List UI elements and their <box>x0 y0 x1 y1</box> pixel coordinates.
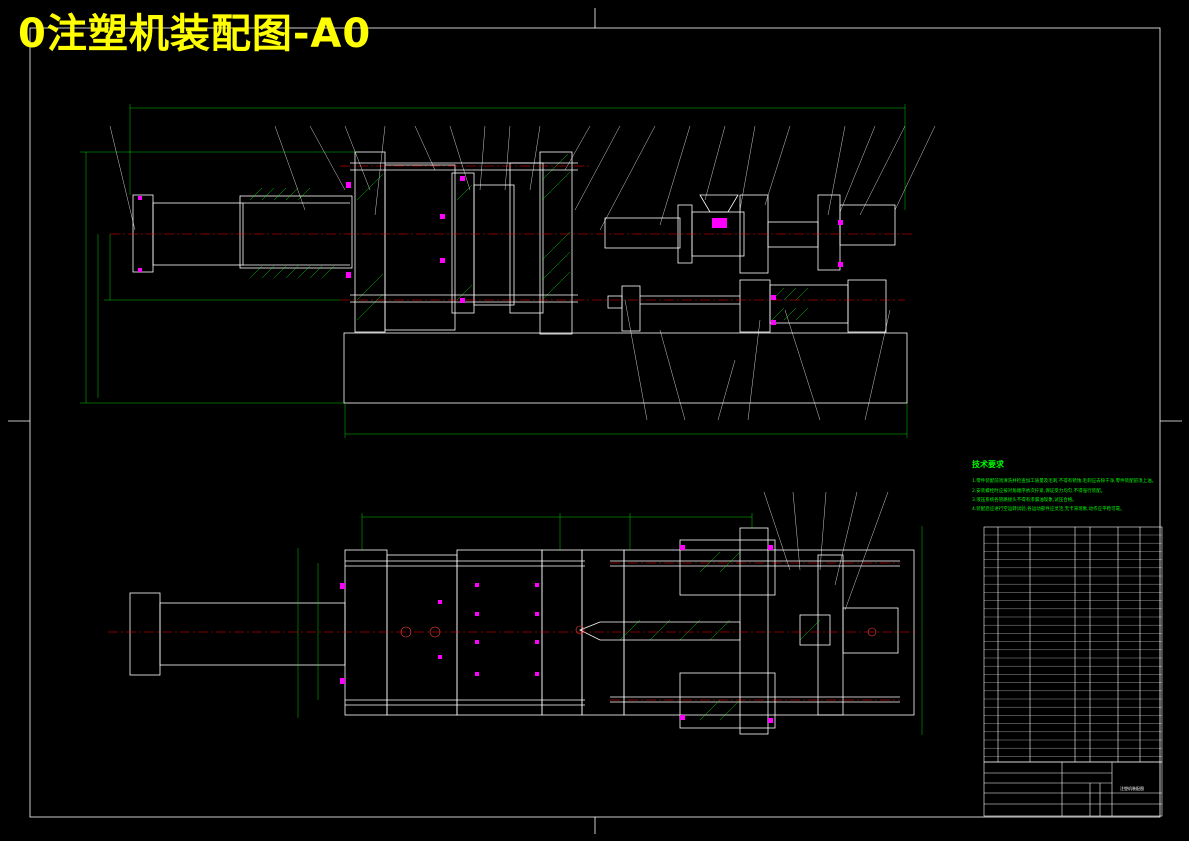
plan-hatching <box>619 551 821 721</box>
part-balloons-top <box>109 125 936 231</box>
front-dimensions <box>80 104 908 438</box>
plan-nut-circles <box>400 625 877 638</box>
tie-bars <box>350 162 578 303</box>
tech-requirement-2: 2.安装螺栓时应按对角顺序依次拧紧,保证受力均匀,不得强行装配。 <box>972 489 1106 494</box>
parts-list-rows <box>984 534 1162 757</box>
cylinder-hatching <box>249 187 335 279</box>
plan-view <box>108 491 923 735</box>
carriage-hatching <box>771 287 809 321</box>
plan-part-balloons <box>763 491 889 611</box>
moving-platen <box>451 162 544 314</box>
plan-bolt-heads <box>340 545 773 723</box>
tech-requirements-heading: 技术要求 <box>972 460 1004 469</box>
title-block-drawing-name: 注塑机装配图 <box>1120 785 1144 791</box>
fixed-platen <box>539 151 573 335</box>
plan-screw-barrel <box>579 614 831 646</box>
drawing-title: 0注塑机装配图-A0 <box>18 11 372 57</box>
front-view <box>80 104 936 438</box>
plan-cylinders <box>679 527 899 735</box>
plan-tie-bars <box>345 560 900 706</box>
plan-body <box>129 549 915 716</box>
tech-requirement-1: 1.零件装配前须清洗并检查加工质量及毛刺,不得有锈蚀,毛刺应去除干净,零件装配前… <box>972 479 1157 484</box>
clamping-cylinder <box>132 194 353 273</box>
tech-requirement-3: 3.液压系统各管路接头不得有渗漏油现象,试压合格。 <box>972 498 1077 503</box>
parts-list <box>983 526 1163 763</box>
part-balloons-bottom <box>624 299 891 421</box>
bolt-heads <box>138 176 843 325</box>
rear-platen <box>354 151 456 333</box>
carriage-cylinder <box>607 279 887 333</box>
machine-base <box>343 332 908 404</box>
tech-requirement-4: 4.装配后应进行空运转试验,各运动部件应灵活,无卡滞现象,动作应平稳可靠。 <box>972 507 1125 512</box>
plan-center-lines <box>108 562 915 701</box>
plan-dimensions <box>297 513 923 735</box>
title-block <box>983 761 1163 817</box>
center-lines <box>110 165 915 301</box>
sheet-border <box>8 8 1182 834</box>
